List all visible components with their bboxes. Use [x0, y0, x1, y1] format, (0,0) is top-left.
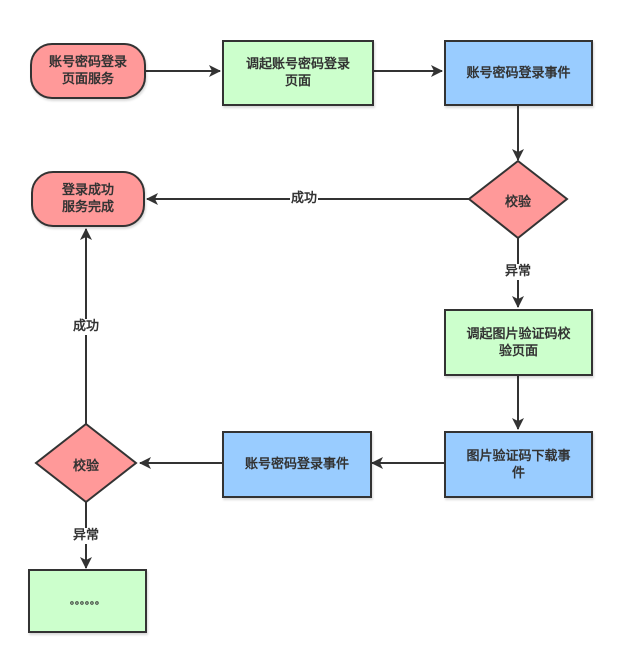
- start-terminal-text: 账号密码登录 页面服务: [49, 54, 127, 88]
- success-end-terminal[interactable]: 登录成功 服务完成: [31, 171, 145, 227]
- ellipsis-process[interactable]: 。。。。。。: [28, 569, 147, 633]
- start-line1: 账号密码登录: [48, 55, 127, 70]
- open-login-page-line2: 页面: [284, 74, 311, 89]
- open-login-page-process[interactable]: 调起账号密码登录 页面: [222, 40, 374, 106]
- decision-check-2[interactable]: [34, 422, 138, 504]
- check-1-label: 校验: [504, 195, 531, 210]
- decision-check-1[interactable]: [467, 159, 569, 240]
- open-captcha-page-text: 调起图片验证码校 验页面: [466, 326, 570, 360]
- open-captcha-page-line2: 验页面: [498, 343, 538, 359]
- edge-label-check2-exception: 异常: [72, 528, 101, 544]
- success-end-text: 登录成功 服务完成: [62, 182, 114, 216]
- edge-label-check2-success: 成功: [72, 319, 101, 335]
- success-end-line2: 服务完成: [61, 200, 114, 215]
- check-2-label: 校验: [72, 459, 99, 474]
- start-line2: 页面服务: [61, 72, 114, 87]
- captcha-download-event[interactable]: 图片验证码下载事 件: [444, 431, 593, 498]
- success-end-line1: 登录成功: [61, 183, 114, 198]
- login-event-2[interactable]: 账号密码登录事件: [222, 431, 372, 498]
- start-terminal[interactable]: 账号密码登录 页面服务: [30, 43, 146, 99]
- edge-label-check1-exception: 异常: [504, 264, 533, 280]
- login-event-1[interactable]: 账号密码登录事件: [444, 40, 593, 106]
- open-login-page-line1: 调起账号密码登录: [245, 57, 350, 72]
- captcha-download-text: 图片验证码下载事 件: [466, 448, 570, 482]
- login-event-1-label: 账号密码登录事件: [466, 65, 571, 81]
- edge-label-check1-success: 成功: [290, 191, 319, 207]
- open-login-page-text: 调起账号密码登录 页面: [246, 56, 350, 90]
- login-event-2-label: 账号密码登录事件: [244, 457, 349, 472]
- ellipsis-label: 。。。。。。: [70, 595, 105, 607]
- captcha-download-line1: 图片验证码下载事: [466, 448, 571, 464]
- open-captcha-page-line1: 调起图片验证码校: [466, 326, 571, 342]
- captcha-download-line2: 件: [511, 465, 525, 481]
- open-captcha-page-process[interactable]: 调起图片验证码校 验页面: [444, 309, 593, 376]
